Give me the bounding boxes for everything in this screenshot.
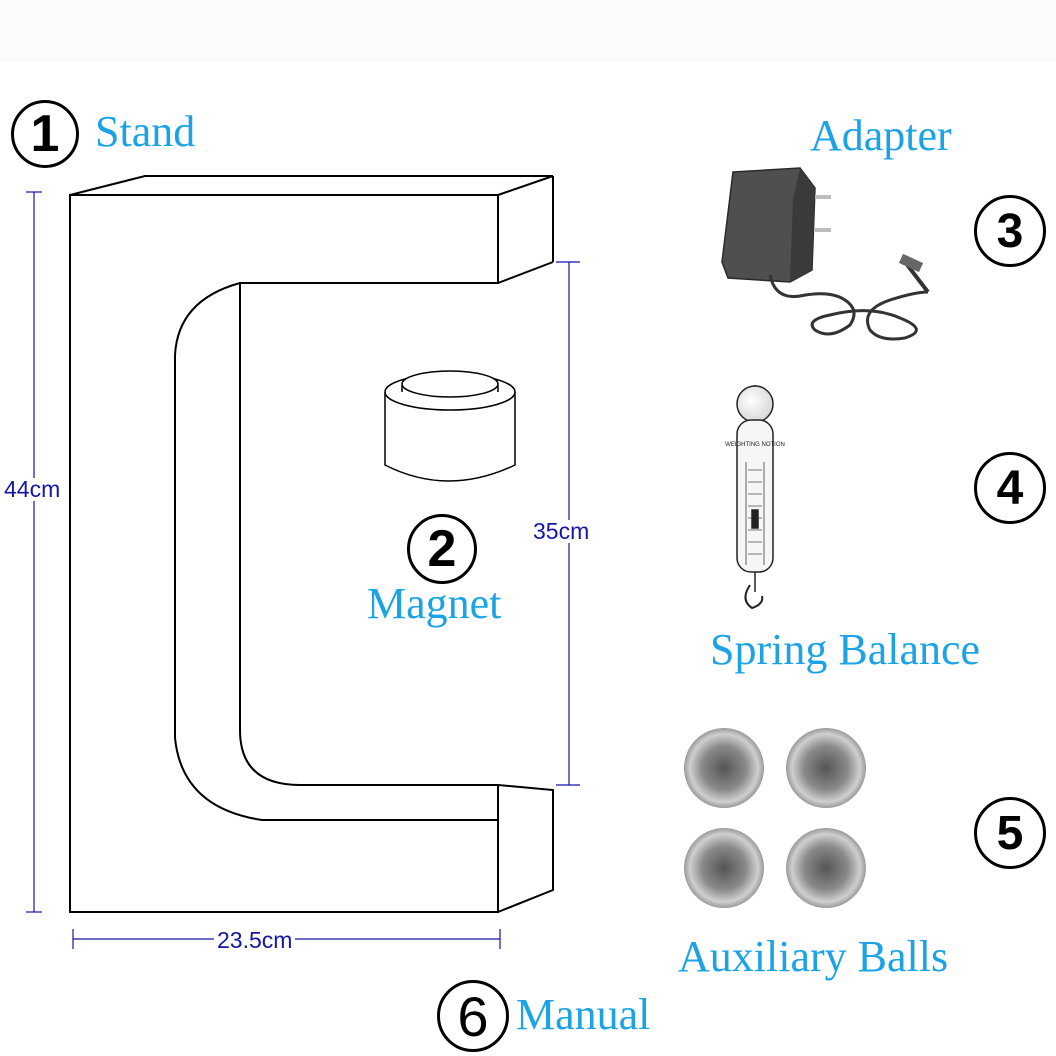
gap-dimension-label: 35cm [533,518,590,544]
number-badge-4: 4 [974,452,1046,524]
ball-3 [684,828,764,908]
number-badge-5: 5 [974,797,1046,869]
manual-label: Manual [516,990,651,1039]
auxiliary-balls-illustration [684,728,866,908]
ball-1 [684,728,764,808]
number-badge-1: 1 [11,100,79,168]
spring-balance-scale-title: WEIGHTING NOTION [725,442,785,448]
stand-label: Stand [95,107,196,156]
top-band [0,0,1056,62]
number-badge-3: 3 [974,195,1046,267]
height-dimension-label: 44cm [4,476,61,502]
ball-2 [786,728,866,808]
magnet-illustration [384,370,516,482]
number-badge-2: 2 [407,514,477,584]
spring-balance-illustration [736,385,774,610]
adapter-illustration [721,167,930,341]
adapter-label: Adapter [810,111,952,160]
spring-balance-label: Spring Balance [710,625,981,674]
auxiliary-balls-label: Auxiliary Balls [678,932,949,981]
magnet-label: Magnet [367,579,502,628]
number-badge-6: 6 [437,980,509,1052]
stand-illustration [69,175,554,913]
width-dimension-label: 23.5cm [214,929,296,952]
ball-4 [786,828,866,908]
